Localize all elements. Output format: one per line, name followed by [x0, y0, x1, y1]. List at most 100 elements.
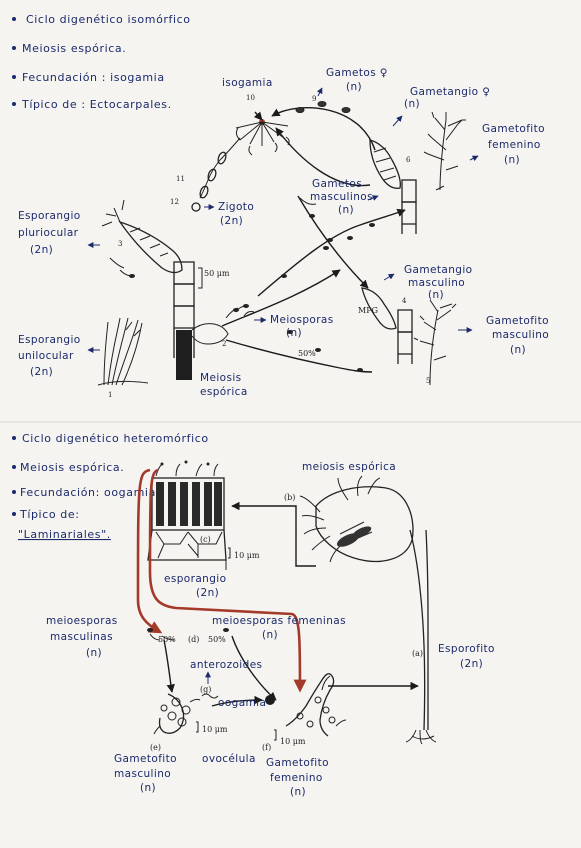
- label-meio-m-3: (n): [86, 647, 102, 659]
- num-6: 6: [406, 156, 411, 164]
- label-mpg: MPG: [358, 306, 378, 315]
- iso-bullet-fecundacion: Fecundación : isogamia: [22, 71, 165, 84]
- label-gametos-f-n: (n): [346, 81, 362, 93]
- label-gametangio-m-3: (n): [428, 289, 444, 301]
- label-b: (b): [284, 493, 295, 502]
- label-gametofito-m-2: masculino: [492, 329, 549, 341]
- label-gametofito-m-3: (n): [510, 344, 526, 356]
- num-5: 5: [426, 377, 430, 385]
- label-d: (d): [188, 635, 199, 644]
- label-gamet-m-1: Gametofito: [114, 753, 177, 765]
- label-pluriocular-1: Esporangio: [18, 210, 81, 222]
- label-gametangio-m-1: Gametangio: [404, 264, 472, 276]
- label-gamet-f-1: Gametofito: [266, 757, 329, 769]
- num-4: 4: [402, 297, 407, 305]
- iso-bullet-tipico: Típico de : Ectocarpales.: [21, 98, 172, 111]
- hetero-bullet-meiosis: Meiosis espórica.: [20, 461, 124, 474]
- hetero-bullet-fecundacion: Fecundación: oogamia: [20, 486, 156, 499]
- arrow-gametos-f: [316, 87, 323, 97]
- num-3: 3: [118, 240, 122, 248]
- label-g: (g): [200, 685, 211, 694]
- iso-bullet-meiosis: Meiosis espórica.: [22, 42, 126, 55]
- label-gametangio-f: Gametangio ♀: [410, 86, 490, 98]
- label-meiosis-top: meiosis espórica: [302, 461, 396, 473]
- label-ovocelula: ovocélula: [202, 753, 256, 765]
- label-meiosis-1: Meiosis: [200, 372, 242, 384]
- label-gamet-f-2: femenino: [270, 772, 323, 784]
- label-zigoto-2: (2n): [220, 215, 243, 227]
- arrow-male-gametes-to-isogamy: [275, 127, 371, 187]
- label-meiosporas-2: (n): [286, 327, 302, 339]
- label-scale-10um-2: 10 μm: [202, 725, 228, 734]
- label-pluriocular-3: (2n): [30, 244, 53, 256]
- label-gamet-m-3: (n): [140, 782, 156, 794]
- label-meio-m-2: masculinas: [50, 631, 113, 643]
- label-zigoto-1: Zigoto: [218, 201, 254, 213]
- female-gametangium: [369, 139, 417, 234]
- arrow-gametangio-m: [383, 273, 395, 281]
- label-esporangio-1: esporangio: [164, 573, 226, 585]
- label-esporofito-2: (2n): [460, 658, 483, 670]
- label-gametangio-f-n: (n): [404, 98, 420, 110]
- sporophyte-laminaria: [299, 475, 437, 745]
- label-unilocular-2: unilocular: [18, 350, 74, 362]
- num-1: 1: [108, 391, 112, 399]
- label-a: (a): [412, 649, 423, 658]
- label-meiosporas-1: Meiosporas: [270, 314, 334, 326]
- iso-bullet-list: Ciclo digenético isomórfico Meiosis espó…: [12, 13, 190, 111]
- label-gametangio-m-2: masculino: [408, 277, 465, 289]
- label-esporangio-2: (2n): [196, 587, 219, 599]
- label-esporofito-1: Esporofito: [438, 643, 495, 655]
- arrow-gametos-m: [367, 195, 379, 201]
- arrow-female-gametes-to-isogamy: [271, 107, 376, 151]
- hetero-title: Ciclo digenético heteromórfico: [22, 432, 209, 445]
- label-gamet-m-2: masculino: [114, 768, 171, 780]
- hetero-bullet-list: Ciclo digenético heteromórfico Meiosis e…: [12, 432, 209, 541]
- num-10: 10: [246, 94, 255, 102]
- label-pluriocular-2: pluriocular: [18, 227, 79, 239]
- label-gametofito-f-2: femenino: [488, 139, 541, 151]
- label-anterozoides: anterozoides: [190, 659, 262, 671]
- label-scale-50um: 50 μm: [204, 269, 230, 278]
- meiospores-path: [221, 269, 373, 373]
- num-9: 9: [312, 95, 316, 103]
- zygote-chain: [191, 137, 241, 212]
- hetero-bullet-tipico: Típico de:: [19, 508, 80, 521]
- sporangium-unilocular: [97, 317, 149, 386]
- label-meio-m-1: meioesporas: [46, 615, 118, 627]
- label-c: (c): [200, 535, 211, 544]
- isogamy-cluster: [235, 111, 290, 156]
- spores-to-pluriocular: [109, 257, 135, 278]
- label-meio-f-2: (n): [262, 629, 278, 641]
- isomorphic-section: Ciclo digenético isomórfico Meiosis espó…: [12, 13, 549, 399]
- num-11: 11: [176, 175, 185, 183]
- hetero-bullet-laminariales: "Laminariales".: [18, 528, 111, 541]
- crossing-arrows: [257, 195, 406, 297]
- label-oogamia: oogamia: [218, 697, 266, 709]
- label-unilocular-1: Esporangio: [18, 334, 81, 346]
- label-gametofito-f-1: Gametofito: [482, 123, 545, 135]
- label-pct-1: 50%: [158, 635, 176, 644]
- label-scale-10um-1: 10 μm: [234, 551, 260, 560]
- male-gametophyte-plant: [413, 299, 457, 386]
- sporangium-pluriocular: [101, 199, 229, 380]
- arrow-gametangio-f: [392, 115, 403, 127]
- label-50pct: 50%: [298, 349, 316, 358]
- label-gametofito-f-3: (n): [504, 154, 520, 166]
- male-gametangium: [361, 287, 413, 364]
- label-gametos-m-1: Gametos: [312, 178, 362, 190]
- label-gametos-m-2: masculinos: [310, 191, 373, 203]
- label-gametos-f: Gametos ♀: [326, 67, 388, 79]
- label-meiosis-2: espórica: [200, 386, 248, 398]
- label-f: (f): [262, 743, 271, 752]
- label-isogamia: isogamia: [222, 77, 273, 89]
- male-gametophyte-e: [153, 693, 201, 735]
- female-gametophyte-f: [265, 673, 347, 741]
- heteromorphic-section: Ciclo digenético heteromórfico Meiosis e…: [12, 432, 495, 798]
- oogamy: [201, 671, 263, 707]
- female-gametophyte-plant: [423, 111, 466, 191]
- label-pct-2: 50%: [208, 635, 226, 644]
- label-unilocular-3: (2n): [30, 366, 53, 378]
- arrow-gametofito-f: [469, 155, 479, 162]
